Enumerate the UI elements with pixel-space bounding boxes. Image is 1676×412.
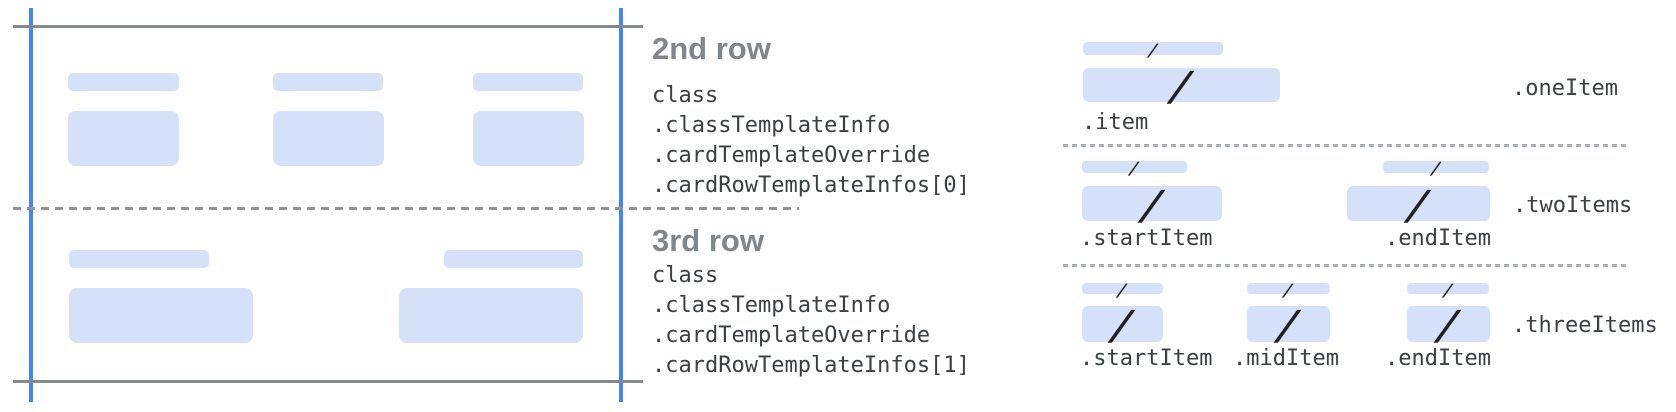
- card-top-guide-line: [13, 25, 643, 28]
- row3-code-line: .classTemplateInfo: [652, 293, 891, 318]
- row3-heading: 3rd row: [652, 223, 764, 258]
- item-title-bar: /: [1247, 281, 1330, 301]
- row2-code-line: .cardTemplateOverride: [652, 143, 931, 168]
- item-value-bar: /: [1082, 183, 1222, 229]
- placeholder-value-rect: [69, 288, 253, 343]
- item-value-bar: /: [1083, 64, 1280, 110]
- placeholder-label-rect: [68, 73, 179, 91]
- item-title-bar: /: [1383, 159, 1489, 179]
- item-value-bar: /: [1407, 303, 1490, 349]
- item-value-bar: /: [1247, 303, 1330, 349]
- placeholder-label-rect: [69, 250, 209, 268]
- row3-code-line: class: [652, 263, 719, 288]
- placeholder-value-rect: [473, 111, 584, 166]
- row3-code-line: .cardRowTemplateInfos[1]: [652, 353, 970, 378]
- group-label: .threeItems: [1512, 313, 1658, 338]
- item-title-bar: /: [1083, 41, 1223, 61]
- item-field-label: .startItem: [1080, 226, 1213, 251]
- placeholder-value-rect: [399, 288, 583, 343]
- placeholder-value-rect: [68, 111, 179, 166]
- item-title-bar: /: [1082, 281, 1163, 301]
- placeholder-label-rect: [273, 73, 383, 91]
- row-divider-dashed-line: [13, 207, 799, 210]
- item-field-label: .startItem: [1080, 346, 1213, 371]
- row2-code-line: .classTemplateInfo: [652, 113, 891, 138]
- row2-code-line: class: [652, 83, 719, 108]
- item-field-label: .midItem: [1233, 346, 1339, 371]
- card-left-guide-line: [29, 8, 33, 402]
- row2-heading: 2nd row: [652, 31, 771, 66]
- item-title-bar: /: [1082, 159, 1187, 179]
- row3-code-line: .cardTemplateOverride: [652, 323, 931, 348]
- group-label: .oneItem: [1512, 76, 1618, 101]
- item-field-label: .endItem: [1385, 346, 1491, 371]
- item-title-bar: /: [1407, 281, 1489, 301]
- placeholder-value-rect: [273, 111, 384, 166]
- placeholder-label-rect: [444, 250, 583, 268]
- item-field-label: .item: [1082, 110, 1149, 135]
- group-separator-dotted-line: [1063, 264, 1630, 267]
- card-bottom-guide-line: [13, 380, 643, 383]
- card-right-guide-line: [619, 8, 623, 402]
- placeholder-label-rect: [473, 73, 583, 91]
- group-separator-dotted-line: [1063, 144, 1630, 147]
- group-label: .twoItems: [1513, 193, 1633, 218]
- row2-code-line: .cardRowTemplateInfos[0]: [652, 173, 970, 198]
- item-value-bar: /: [1347, 183, 1490, 229]
- item-value-bar: /: [1082, 303, 1163, 349]
- item-field-label: .endItem: [1385, 226, 1491, 251]
